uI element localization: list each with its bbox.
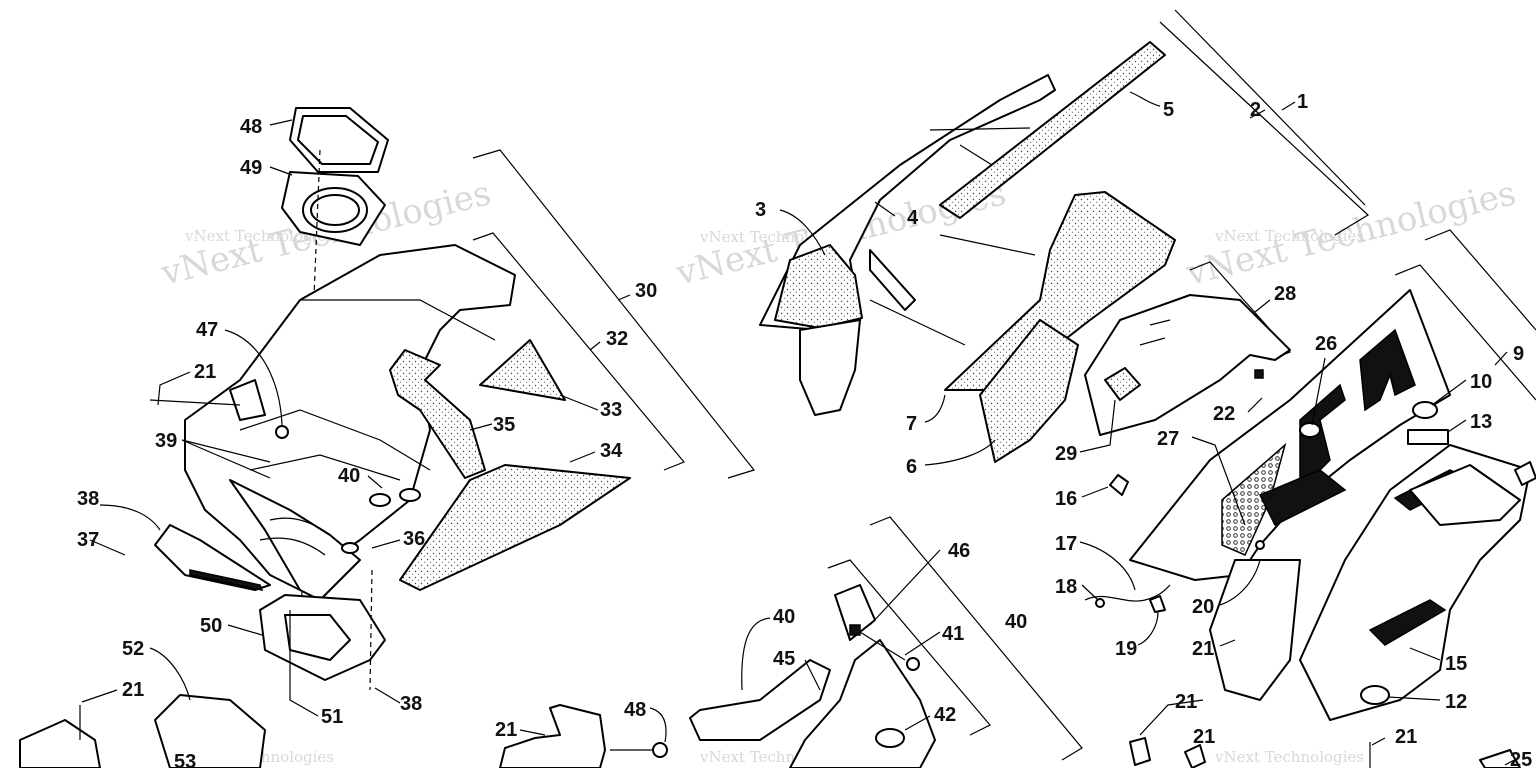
callout-21: 21	[1175, 691, 1197, 713]
bracket-41	[869, 516, 1083, 761]
callout-39: 38	[77, 488, 99, 510]
callout-25: 22	[1213, 403, 1235, 425]
part-12	[1360, 685, 1390, 705]
callout-32: 30	[635, 280, 657, 302]
watermark-text: vNext Technologies	[1214, 748, 1364, 766]
callout-45: 42	[934, 704, 956, 726]
callout-46: 45	[773, 648, 795, 670]
callout-53: 52	[122, 638, 144, 660]
callout-21: 21	[1395, 726, 1417, 748]
side-panel-assembly	[499, 584, 936, 768]
callout-34: 33	[600, 399, 622, 421]
callout-7: 7	[906, 413, 917, 435]
callout-4: 4	[907, 207, 919, 229]
part-10	[1412, 401, 1438, 419]
callout-6: 6	[906, 456, 917, 478]
callout-17: 17	[1055, 533, 1077, 555]
callout-51: 50	[200, 615, 222, 637]
callout-labels: 1 2 3 4 5 6 7 9 10 12 13 15 16 17 18 19 …	[77, 91, 1532, 768]
callout-41: 40	[1005, 611, 1027, 633]
leader-lines	[81, 91, 1519, 766]
callout-29: 28	[1274, 283, 1296, 305]
callout-47: 46	[948, 540, 970, 562]
hood-assembly	[1084, 289, 1536, 768]
part-35-foam	[399, 464, 631, 591]
callout-9: 9	[1513, 343, 1524, 365]
part-34-foam	[479, 339, 566, 401]
callout-27: 26	[1315, 333, 1337, 355]
callout-26: 25	[1510, 749, 1532, 768]
callout-10: 10	[1470, 371, 1492, 393]
callout-21: 21	[1192, 638, 1214, 660]
part-53-clip	[154, 694, 266, 768]
callout-37: 36	[403, 528, 425, 550]
callout-33: 32	[606, 328, 628, 350]
callout-19: 19	[1115, 638, 1137, 660]
part-46-panel	[689, 659, 831, 741]
callout-12: 12	[1445, 691, 1467, 713]
watermark-text: vNext Technologies	[184, 227, 334, 245]
callout-13: 13	[1470, 411, 1492, 433]
bracket-2	[1159, 21, 1369, 236]
callout-28: 27	[1157, 428, 1179, 450]
part-13	[1407, 429, 1449, 445]
callout-18: 18	[1055, 576, 1077, 598]
part-30-foam	[1104, 367, 1141, 401]
bracket-33	[472, 232, 685, 471]
callout-40: 40	[338, 465, 360, 487]
part-39-side-trim	[154, 524, 271, 591]
callout-54: 53	[174, 751, 196, 768]
watermark-text: vNext Technologies	[1214, 227, 1364, 245]
callout-3: 3	[755, 199, 766, 221]
decal-15	[1368, 599, 1447, 646]
intake-assembly	[19, 107, 631, 768]
bracket-9	[1424, 229, 1536, 331]
part-lower-cowl	[1209, 559, 1301, 701]
callout-15: 15	[1445, 653, 1467, 675]
callout-35: 34	[600, 440, 623, 462]
decal-6000	[1258, 469, 1347, 527]
callout-42: 41	[942, 623, 964, 645]
part-16-clip	[1109, 474, 1129, 496]
callout-21: 21	[495, 719, 517, 741]
part-29-pan	[1084, 294, 1291, 436]
callout-30: 29	[1055, 443, 1077, 465]
callout-2: 2	[1250, 99, 1261, 121]
callout-1: 1	[1297, 91, 1308, 113]
bracket-32	[472, 149, 756, 479]
part-6-foam	[979, 319, 1079, 463]
callout-21: 21	[194, 361, 216, 383]
windshield-assembly	[759, 41, 1176, 463]
callout-48: 47	[196, 319, 218, 341]
part-4	[869, 249, 916, 311]
part-48-bracket	[229, 379, 266, 421]
callout-38: 37	[77, 529, 99, 551]
callout-5: 5	[1163, 99, 1174, 121]
callout-48: 48	[624, 699, 646, 721]
part-21-bracket	[499, 704, 606, 768]
decal-zr-r	[1359, 328, 1416, 412]
callout-40: 39	[155, 430, 177, 452]
callout-16: 16	[1055, 488, 1077, 510]
part-5-foam	[939, 41, 1166, 219]
part-36-foam	[389, 349, 486, 479]
group-brackets	[472, 9, 1536, 761]
part-54	[19, 719, 101, 768]
callout-22: 21	[1193, 726, 1215, 748]
callout-50: 49	[240, 157, 262, 179]
callout-20: 20	[1192, 596, 1214, 618]
part-28-mesh	[1221, 442, 1287, 556]
callout-49: 48	[240, 116, 262, 138]
callout-21: 21	[122, 679, 144, 701]
callout-52: 51	[321, 706, 343, 728]
part-26	[1479, 749, 1521, 768]
callout-40: 40	[773, 606, 795, 628]
part-22	[1184, 744, 1206, 768]
bracket-10	[1394, 264, 1536, 401]
callout-36: 35	[493, 414, 515, 436]
bracket-42	[827, 559, 991, 736]
callout-38: 38	[400, 693, 422, 715]
